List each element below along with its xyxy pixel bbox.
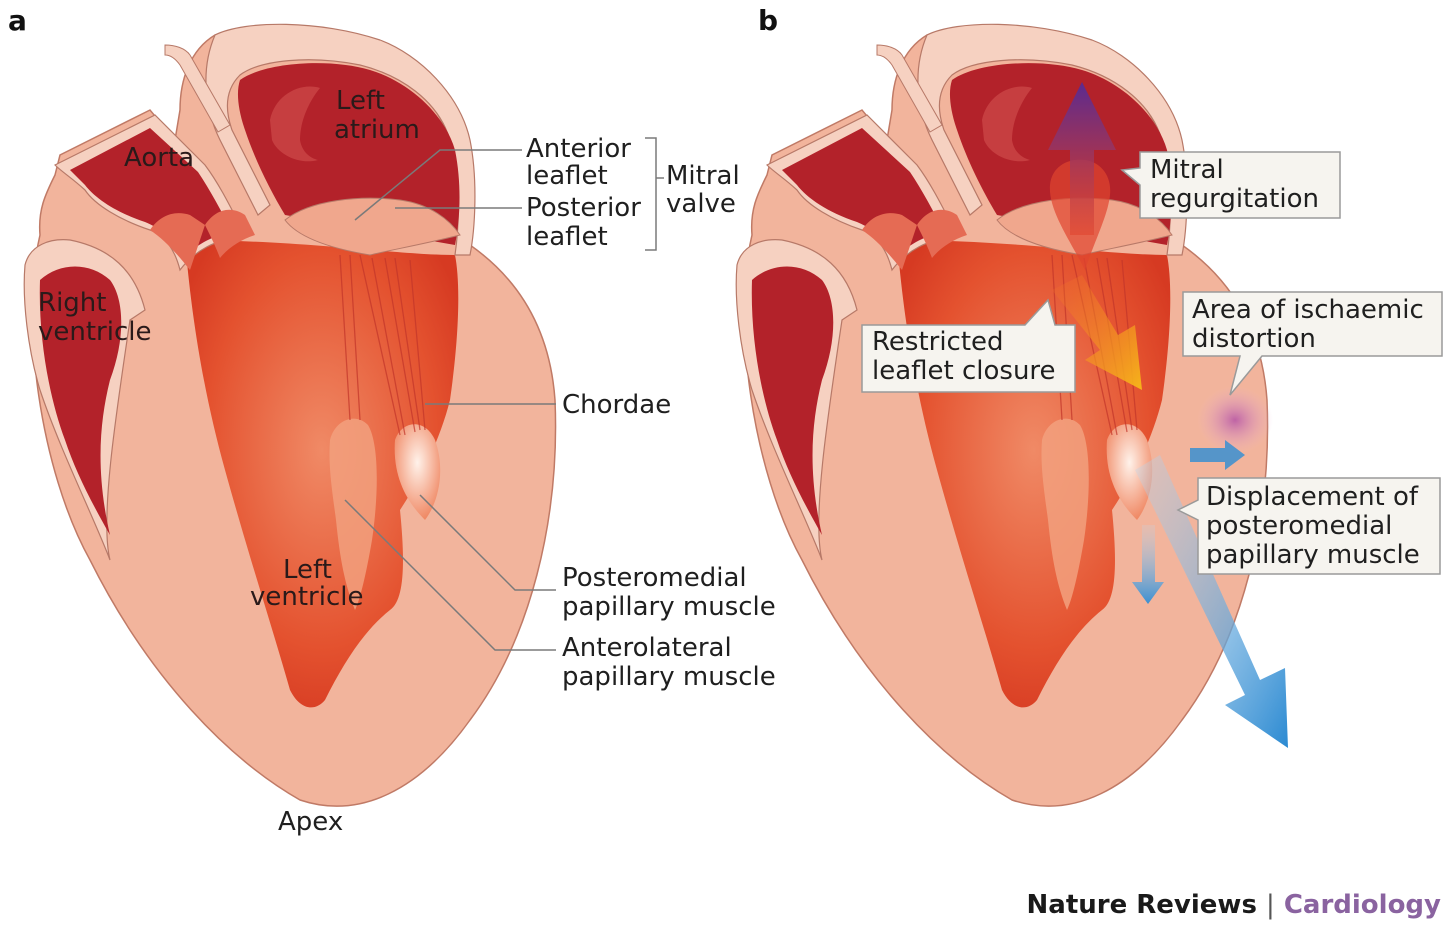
aorta-label: Aorta bbox=[124, 143, 194, 173]
journal-section: Cardiology bbox=[1283, 890, 1441, 920]
ischaemic-area bbox=[1197, 386, 1273, 454]
right-ventricle-label-1: Right bbox=[38, 288, 106, 318]
restricted-label-1: Restricted bbox=[872, 327, 1004, 357]
displacement-callout bbox=[1176, 477, 1441, 575]
posteromedial-label-2: papillary muscle bbox=[562, 592, 776, 622]
regurgitation-label-1: Mitral bbox=[1150, 155, 1224, 185]
mitral-bracket bbox=[645, 137, 664, 251]
ischaemic-label-1: Area of ischaemic bbox=[1192, 295, 1424, 325]
posterior-leaflet-label-1: Posterior bbox=[526, 193, 641, 223]
displacement-label-3: papillary muscle bbox=[1206, 540, 1420, 570]
restricted-label-2: leaflet closure bbox=[872, 356, 1056, 386]
displacement-label-1: Displacement of bbox=[1206, 482, 1419, 512]
regurgitation-label-2: regurgitation bbox=[1150, 184, 1319, 214]
ischaemic-callout bbox=[1182, 291, 1443, 396]
panel-label-a: a bbox=[8, 4, 27, 37]
displacement-arrow-large bbox=[1135, 455, 1288, 748]
anterior-leaflet-leader bbox=[354, 149, 522, 221]
journal-name: Nature Reviews bbox=[1026, 890, 1257, 920]
restricted-closure-arrow bbox=[1052, 275, 1142, 390]
posteromedial-label-1: Posteromedial bbox=[562, 563, 747, 593]
apex-label: Apex bbox=[278, 807, 343, 837]
heart-panel-a bbox=[23, 23, 557, 807]
anterior-leaflet-label-1: Anterior bbox=[526, 134, 631, 164]
right-ventricle-label-2: ventricle bbox=[38, 317, 151, 347]
journal-credit: Nature Reviews | Cardiology bbox=[1027, 890, 1441, 920]
left-atrium-label-1: Left bbox=[336, 86, 385, 116]
regurgitation-arrow bbox=[1048, 82, 1116, 235]
displacement-arrow-small-down bbox=[1132, 525, 1164, 604]
panel-label-b: b bbox=[758, 4, 778, 37]
anterolateral-label-2: papillary muscle bbox=[562, 662, 776, 692]
posterior-leaflet-label-2: leaflet bbox=[526, 222, 608, 252]
left-ventricle-label-1: Left bbox=[283, 555, 332, 585]
posteromedial-leader bbox=[419, 494, 556, 591]
left-atrium-label-2: atrium bbox=[334, 115, 420, 145]
left-ventricle-label-2: ventricle bbox=[250, 582, 363, 612]
credit-separator: | bbox=[1266, 890, 1275, 920]
anterolateral-label-1: Anterolateral bbox=[562, 633, 732, 663]
ischaemic-label-2: distortion bbox=[1192, 324, 1316, 354]
mitral-valve-label-2: valve bbox=[666, 189, 736, 219]
chordae-label: Chordae bbox=[562, 390, 671, 420]
anterolateral-leader bbox=[344, 499, 556, 651]
displacement-arrow-small-right bbox=[1190, 440, 1245, 470]
displacement-label-2: posteromedial bbox=[1206, 511, 1392, 541]
heart-panel-b bbox=[735, 23, 1269, 807]
regurgitation-callout bbox=[1120, 151, 1341, 219]
mitral-valve-label-1: Mitral bbox=[666, 161, 740, 191]
anterior-leaflet-label-2: leaflet bbox=[526, 161, 608, 191]
restricted-closure-callout bbox=[861, 298, 1076, 393]
